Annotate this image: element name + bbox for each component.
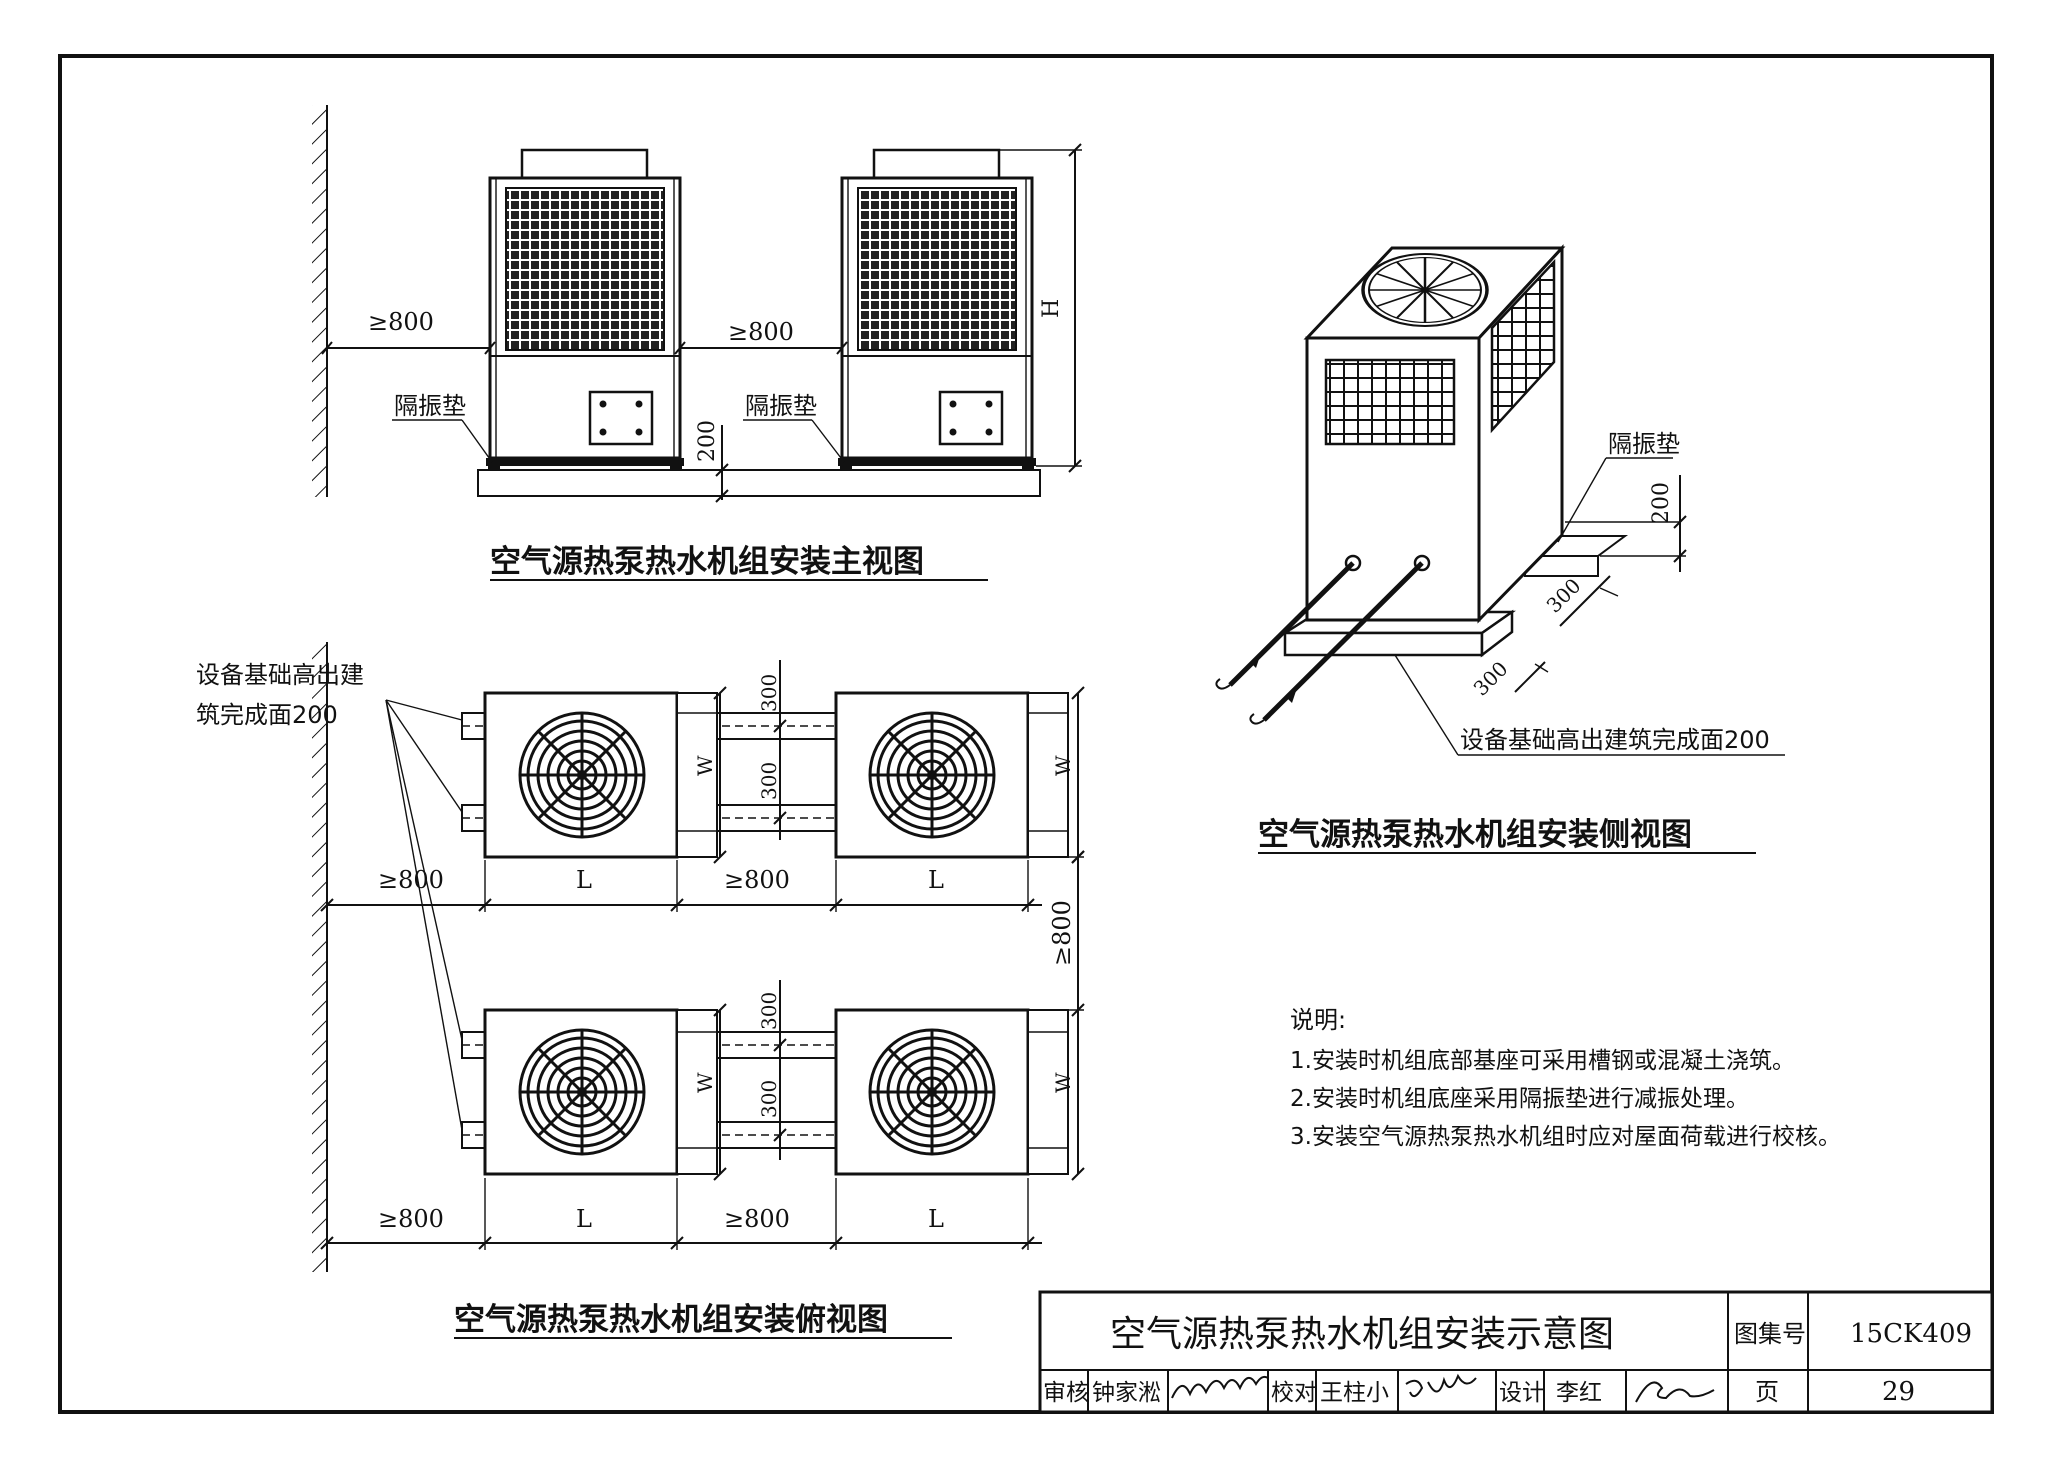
reviewer-name: 钟家淞 xyxy=(1092,1380,1161,1406)
atlas-number: 15CK409 xyxy=(1850,1319,1972,1349)
top-foundation-note-line2: 筑完成面200 xyxy=(196,701,338,729)
top-row2-length-2: L xyxy=(928,1205,944,1233)
side-dim-b: 300 xyxy=(1469,657,1513,701)
top-unit-2-2-fan-icon xyxy=(868,1028,996,1156)
top-note-leaders xyxy=(385,699,463,1131)
sheet-border xyxy=(58,54,1994,1414)
side-dim-base: 200 xyxy=(1649,482,1674,524)
top-row1-clearance-wall: ≥800 xyxy=(378,866,444,894)
notes-heading: 说明: xyxy=(1290,1006,1346,1034)
top-row-1: W W 300 300 ≥800 L ≥800 L xyxy=(320,660,1085,912)
reviewer-signature xyxy=(1171,1375,1269,1399)
top-view-caption: 空气源热泵热水机组安装俯视图 xyxy=(454,1302,888,1338)
front-unit-2 xyxy=(838,148,1036,471)
page-number: 29 xyxy=(1882,1377,1915,1407)
side-pipes xyxy=(1215,554,1431,725)
design-label: 设计 xyxy=(1499,1380,1545,1406)
top-row1-width-2: W xyxy=(1051,755,1075,776)
side-pad-label: 隔振垫 xyxy=(1608,430,1680,458)
note-item-2: 2.安装时机组底座采用隔振垫进行减振处理。 xyxy=(1290,1086,1749,1112)
top-row1-dim-top: 300 xyxy=(757,674,781,712)
notes: 说明: 1.安装时机组底部基座可采用槽钢或混凝土浇筑。 2.安装时机组底座采用隔… xyxy=(1290,1006,1841,1150)
front-view-caption: 空气源热泵热水机组安装主视图 xyxy=(490,544,924,580)
note-item-3: 3.安装空气源热泵热水机组时应对屋面荷载进行校核。 xyxy=(1290,1124,1841,1150)
top-row-2: W W 300 300 ≥800 L ≥800 L xyxy=(320,980,1085,1250)
title-block: 空气源热泵热水机组安装示意图 图集号 15CK409 页 29 审核 钟家淞 校… xyxy=(1038,1290,1994,1414)
top-foundation-note-line1: 设备基础高出建 xyxy=(196,661,364,689)
top-row2-width-2: W xyxy=(1051,1072,1075,1093)
top-unit-1-1-fan-icon xyxy=(518,711,646,839)
top-wall-hatch xyxy=(312,642,327,1272)
top-row-gap: ≥800 xyxy=(1048,900,1076,966)
side-foundation-note: 设备基础高出建筑完成面200 xyxy=(1460,726,1770,754)
top-row2-width-1: W xyxy=(693,1072,717,1093)
checker-signature xyxy=(1405,1373,1477,1398)
note-item-1: 1.安装时机组底部基座可采用槽钢或混凝土浇筑。 xyxy=(1290,1048,1795,1074)
top-row1-width-1: W xyxy=(693,755,717,776)
side-view-caption: 空气源热泵热水机组安装侧视图 xyxy=(1258,817,1692,853)
side-dim-a: 300 xyxy=(1542,574,1586,618)
drawing-title: 空气源热泵热水机组安装示意图 xyxy=(1110,1314,1614,1355)
page-label: 页 xyxy=(1755,1378,1779,1406)
front-pad-label-2: 隔振垫 xyxy=(745,392,817,420)
designer-signature xyxy=(1635,1381,1715,1403)
top-row2-dim-mid: 300 xyxy=(757,1080,781,1118)
front-foundation xyxy=(477,469,1041,497)
front-unit-1 xyxy=(486,148,684,471)
top-row1-length-1: L xyxy=(576,866,592,894)
front-dim-h: H xyxy=(1039,299,1064,318)
top-view: 设备基础高出建 筑完成面200 xyxy=(196,642,1085,1339)
front-pad-label-1: 隔振垫 xyxy=(394,392,466,420)
top-unit-2-1-fan-icon xyxy=(518,1028,646,1156)
check-label: 校对 xyxy=(1271,1380,1317,1406)
top-row2-clearance-wall: ≥800 xyxy=(378,1205,444,1233)
designer-name: 李红 xyxy=(1556,1380,1602,1406)
front-dim-base: 200 xyxy=(695,420,720,462)
front-dim-wall: ≥800 xyxy=(368,308,434,336)
top-row1-length-2: L xyxy=(928,866,944,894)
checker-name: 王柱小 xyxy=(1320,1380,1389,1406)
top-row1-clearance-between: ≥800 xyxy=(724,866,790,894)
top-row1-dim-mid: 300 xyxy=(757,762,781,800)
front-dim-between: ≥800 xyxy=(728,318,794,346)
top-row2-clearance-between: ≥800 xyxy=(724,1205,790,1233)
top-row2-dim-top: 300 xyxy=(757,992,781,1030)
side-top-fan-icon xyxy=(1361,253,1489,327)
front-wall-hatch xyxy=(312,105,327,497)
front-view: ≥800 ≥800 H 200 隔振垫 隔振垫 空气源热泵热水机组安装主视图 xyxy=(312,105,1082,581)
side-view: 隔振垫 200 300 300 设备基础高出建筑完成面200 空气源热泵热水机组… xyxy=(1215,244,1785,854)
review-label: 审核 xyxy=(1043,1380,1089,1406)
atlas-label: 图集号 xyxy=(1734,1320,1806,1348)
top-row2-length-1: L xyxy=(576,1205,592,1233)
top-unit-1-2-fan-icon xyxy=(868,711,996,839)
